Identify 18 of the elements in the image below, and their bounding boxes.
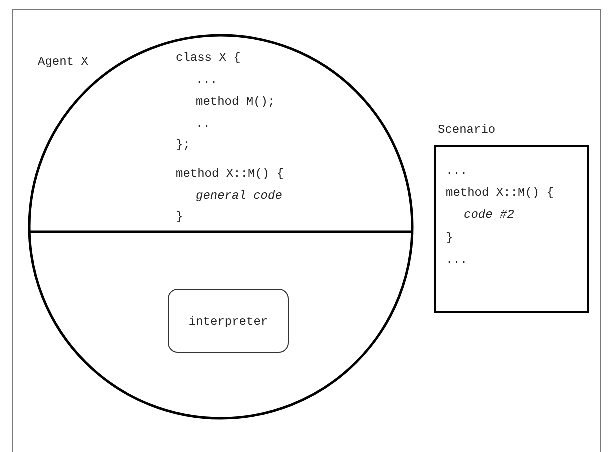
code-line: ... [446,164,468,178]
agent-label: Agent X [38,55,88,69]
code-line: ... [196,73,218,87]
code-line: code #2 [464,208,514,222]
code-line: method M(); [196,95,276,109]
code-line: ... [446,253,468,267]
code-line: method X::M() { [446,186,554,200]
code-line: .. [196,117,210,131]
code-line: } [176,210,184,224]
scenario-label: Scenario [438,123,496,137]
interpreter-box [168,289,289,353]
code-line: } [446,231,454,245]
code-line: method X::M() { [176,167,284,181]
code-line: }; [176,138,190,152]
code-line: class X { [176,51,241,65]
agent-circle [28,34,414,420]
code-line: general code [196,189,282,203]
interpreter-label: interpreter [188,315,270,329]
